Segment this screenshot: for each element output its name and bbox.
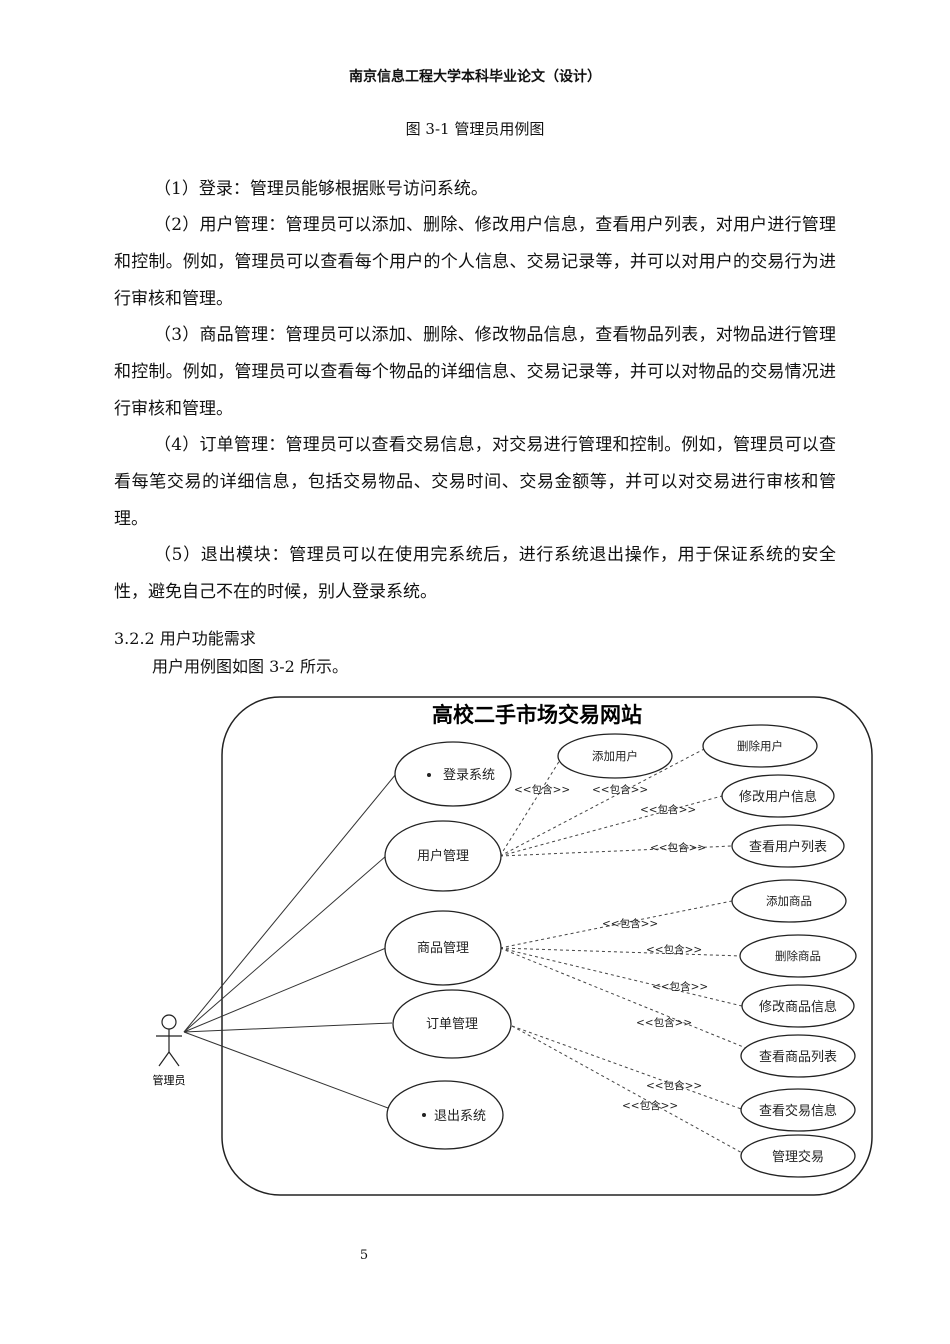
- usecase-label: 查看商品列表: [759, 1049, 837, 1065]
- include-label: <<包含>>: [622, 1099, 678, 1112]
- include-label: <<包含>>: [650, 841, 706, 854]
- system-boundary: [221, 696, 873, 1196]
- actor-label: 管理员: [153, 1073, 186, 1087]
- usecase-label: 修改商品信息: [759, 999, 837, 1015]
- usecase-delete-goods: [739, 934, 857, 978]
- usecase-manage-trade: [740, 1134, 856, 1178]
- usecase-label: 订单管理: [426, 1017, 478, 1032]
- usecase-logout: [386, 1080, 504, 1150]
- page-header: 南京信息工程大学本科毕业论文（设计）: [349, 69, 601, 85]
- usecase-label: 退出系统: [434, 1109, 486, 1124]
- usecase-view-trade: [740, 1088, 856, 1132]
- usecase-add-user: [557, 733, 673, 779]
- usecase-view-users: [731, 824, 845, 868]
- section-heading: 3.2.2 用户功能需求: [114, 629, 256, 648]
- usecase-label: 添加商品: [766, 894, 812, 908]
- include-label: <<包含>>: [602, 917, 658, 930]
- usecase-label: 查看用户列表: [749, 839, 827, 855]
- actor-admin-figure: [156, 1014, 182, 1067]
- usecase-label: 修改用户信息: [739, 789, 817, 805]
- usecase-view-goods: [740, 1034, 856, 1078]
- usecase-label: 管理交易: [772, 1149, 824, 1165]
- usecase-delete-user: [702, 724, 818, 768]
- usecase-add-goods: [731, 879, 847, 923]
- figure-caption: 图 3-1 管理员用例图: [405, 120, 545, 138]
- bullet-icon: [422, 1113, 426, 1117]
- usecase-user-management: [384, 820, 502, 892]
- usecase-label: 删除用户: [737, 739, 783, 753]
- associations: [183, 773, 397, 1109]
- include-label: <<包含>>: [640, 803, 696, 816]
- include-label: <<包含>>: [646, 1079, 702, 1092]
- use-case-diagram: 高校二手市场交易网站 管理员 <<包含>> <<包含>> <<包含>> <<包含…: [153, 696, 873, 1196]
- usecase-label: 商品管理: [417, 941, 469, 956]
- usecase-label: 添加用户: [592, 749, 638, 763]
- paragraph-login: （1）登录：管理员能够根据账号访问系统。: [154, 179, 488, 199]
- page-number: 5: [359, 1248, 369, 1263]
- intro-line: 用户用例图如图 3-2 所示。: [152, 657, 348, 676]
- usecase-label: 查看交易信息: [759, 1103, 837, 1119]
- include-label: <<包含>>: [636, 1016, 692, 1029]
- usecase-edit-user: [721, 774, 835, 818]
- paragraph-goods-management: （3）商品管理：管理员可以添加、删除、修改物品信息，查看物品列表，对物品进行管理…: [114, 325, 836, 419]
- usecase-order-management: [392, 989, 512, 1059]
- include-label: <<包含>>: [652, 980, 708, 993]
- paragraph-logout: （5）退出模块：管理员可以在使用完系统后，进行系统退出操作，用于保证系统的安全性…: [114, 545, 836, 602]
- usecase-label: 删除商品: [775, 949, 821, 963]
- include-label: <<包含>>: [592, 783, 648, 796]
- usecase-label: 登录系统: [443, 768, 495, 783]
- usecase-label: 用户管理: [417, 848, 469, 864]
- usecase-edit-goods: [741, 984, 855, 1028]
- system-title: 高校二手市场交易网站: [432, 703, 642, 727]
- bullet-icon: [427, 773, 431, 777]
- usecase-goods-management: [384, 910, 502, 986]
- include-label: <<包含>>: [514, 783, 570, 796]
- paragraph-user-management: （2）用户管理：管理员可以添加、删除、修改用户信息，查看用户列表，对用户进行管理…: [114, 215, 836, 309]
- include-label: <<包含>>: [646, 943, 702, 956]
- paragraph-order-management: （4）订单管理：管理员可以查看交易信息，对交易进行管理和控制。例如，管理员可以查…: [114, 435, 836, 529]
- include-relations: [499, 747, 747, 1155]
- usecase-login: [394, 741, 512, 807]
